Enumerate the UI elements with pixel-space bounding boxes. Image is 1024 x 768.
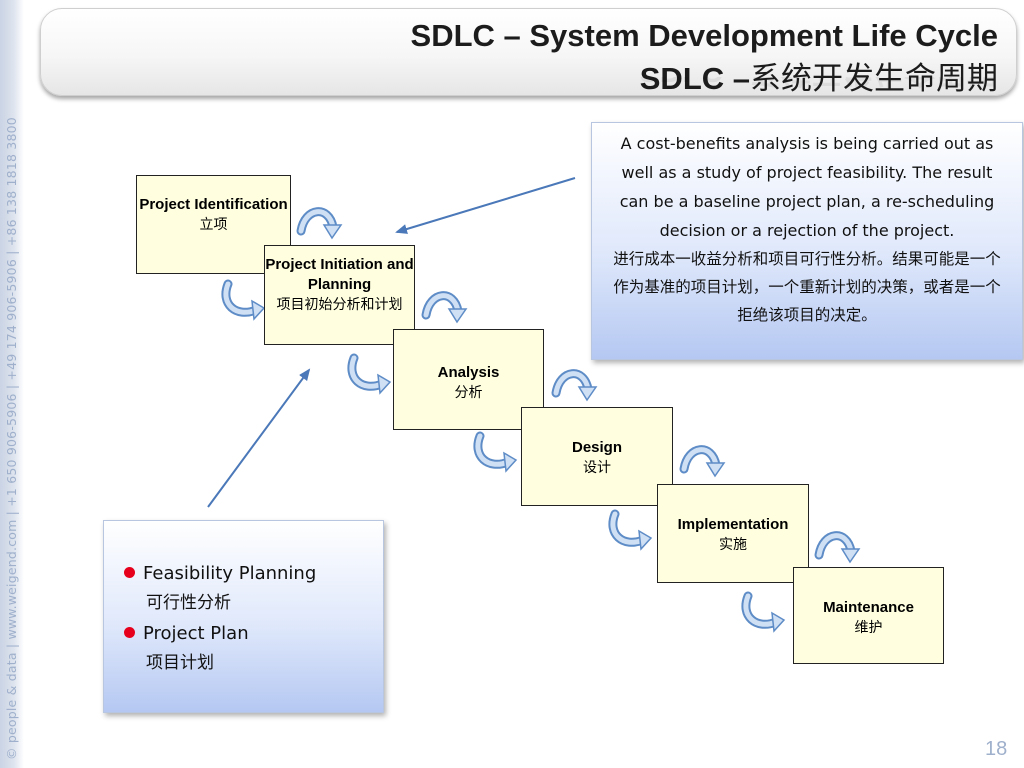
phase-name: Design — [571, 439, 622, 456]
phase-name-zh: 设计 — [583, 460, 611, 476]
legend-item-feasibility: Feasibility Planning 可行性分析 — [124, 563, 316, 613]
phase-name: Implementation — [677, 516, 789, 533]
info-text-chinese: 进行成本一收益分析和项目可行性分析。结果可能是一个作为基准的项目计划，一个重新计… — [613, 250, 1001, 324]
phase-name-zh: 分析 — [454, 385, 483, 401]
legend-item-label: Feasibility Planning — [143, 563, 317, 584]
cycle-forward-arrow-icon — [746, 596, 784, 631]
title-chinese: SDLC –系统开发生命周期 — [640, 53, 998, 98]
red-bullet-icon — [124, 567, 135, 578]
cycle-back-arrow-icon — [301, 212, 341, 238]
cycle-forward-arrow-icon — [352, 358, 390, 393]
cycle-forward-arrow-icon — [478, 436, 516, 471]
legend-item-project-plan: Project Plan 项目计划 — [124, 623, 249, 673]
cycle-back-arrow-icon — [556, 374, 596, 400]
page-number: 18 — [985, 738, 1008, 760]
phase-box-identification: Project Identification 立项 — [136, 175, 291, 274]
info-callout: A cost-benefits analysis is being carrie… — [591, 122, 1023, 360]
cycle-forward-arrow-icon — [226, 284, 264, 319]
legend-callout: Feasibility Planning 可行性分析 Project Plan … — [103, 520, 384, 713]
title-chinese-prefix: SDLC – — [639, 61, 750, 96]
phase-name-zh: 维护 — [854, 620, 883, 636]
phase-name: Project Identification — [139, 196, 288, 213]
legend-item-label-zh: 项目计划 — [146, 653, 214, 673]
phase-name: Project Initiation and Planning — [265, 256, 414, 293]
legend-item-label-zh: 可行性分析 — [146, 593, 231, 613]
pointer-arrow-to-initiation — [395, 177, 576, 234]
phase-box-maintenance: Maintenance 维护 — [793, 567, 944, 664]
legend-item-label: Project Plan — [143, 623, 249, 644]
phase-name: Maintenance — [823, 599, 914, 616]
cycle-forward-arrow-icon — [613, 514, 651, 549]
phase-box-initiation: Project Initiation and Planning 项目初始分析和计… — [264, 245, 415, 345]
info-text-english: A cost-benefits analysis is being carrie… — [619, 134, 995, 240]
title-english: SDLC – System Development Life Cycle — [410, 18, 998, 53]
phase-name-zh: 实施 — [719, 537, 747, 553]
phase-box-design: Design 设计 — [521, 407, 673, 506]
phase-box-implementation: Implementation 实施 — [657, 484, 809, 583]
title-chinese-text: 系统开发生命周期 — [750, 61, 998, 97]
phase-name-zh: 项目初始分析和计划 — [276, 297, 403, 313]
cycle-back-arrow-icon — [426, 296, 466, 322]
phase-box-analysis: Analysis 分析 — [393, 329, 544, 430]
pointer-arrow-to-initiation-lower — [207, 368, 311, 508]
phase-name-zh: 立项 — [199, 217, 228, 233]
cycle-back-arrow-icon — [819, 536, 859, 562]
cycle-back-arrow-icon — [684, 450, 724, 476]
side-strip: © people & data | www.weigend.com | +1 6… — [0, 0, 24, 768]
red-bullet-icon — [124, 627, 135, 638]
title-bar: SDLC – System Development Life Cycle SDL… — [40, 8, 1017, 98]
phase-name: Analysis — [437, 364, 500, 381]
